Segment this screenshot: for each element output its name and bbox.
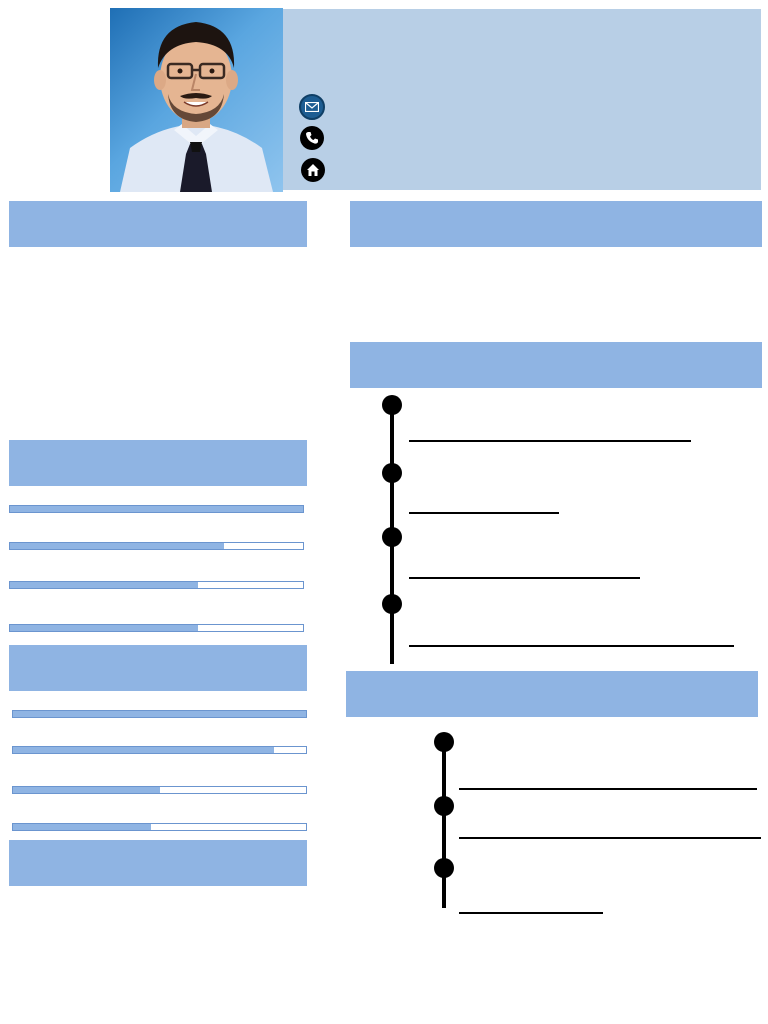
- home-icon: [301, 158, 325, 182]
- skill-bar-fill: [10, 625, 198, 631]
- left-section-header-1: [9, 201, 307, 247]
- timeline-entry-rule: [409, 440, 691, 442]
- timeline-dot: [382, 395, 402, 415]
- skill-bar: [12, 710, 307, 718]
- skill-bar-fill: [10, 506, 303, 512]
- left-section-header-4: [9, 840, 307, 886]
- timeline-dot: [434, 858, 454, 878]
- timeline-entry-rule: [459, 837, 761, 839]
- timeline-entry-rule: [459, 788, 757, 790]
- timeline-entry-rule: [409, 645, 734, 647]
- skill-bar: [12, 823, 307, 831]
- left-section-header-3: [9, 645, 307, 691]
- skill-bar-fill: [13, 747, 274, 753]
- skill-bar: [9, 624, 304, 632]
- timeline-dot: [434, 796, 454, 816]
- skill-bar: [9, 505, 304, 513]
- skill-bar-fill: [13, 824, 151, 830]
- profile-photo: [110, 8, 283, 192]
- right-section-header-1: [350, 201, 762, 247]
- timeline-dot: [382, 463, 402, 483]
- skill-bar-fill: [13, 787, 160, 793]
- phone-icon: [300, 126, 324, 150]
- timeline-dot: [382, 527, 402, 547]
- timeline-line: [442, 742, 446, 908]
- timeline-dot: [434, 732, 454, 752]
- timeline-dot: [382, 594, 402, 614]
- left-section-header-2: [9, 440, 307, 486]
- timeline-entry-rule: [459, 912, 603, 914]
- right-section-header-2: [350, 342, 762, 388]
- header-band: [283, 9, 761, 190]
- right-section-header-3: [346, 671, 758, 717]
- email-icon: [299, 94, 325, 120]
- skill-bar: [9, 542, 304, 550]
- skill-bar: [12, 746, 307, 754]
- skill-bar: [9, 581, 304, 589]
- skill-bar: [12, 786, 307, 794]
- skill-bar-fill: [13, 711, 306, 717]
- skill-bar-fill: [10, 543, 224, 549]
- skill-bar-fill: [10, 582, 198, 588]
- timeline-entry-rule: [409, 577, 640, 579]
- timeline-entry-rule: [409, 512, 559, 514]
